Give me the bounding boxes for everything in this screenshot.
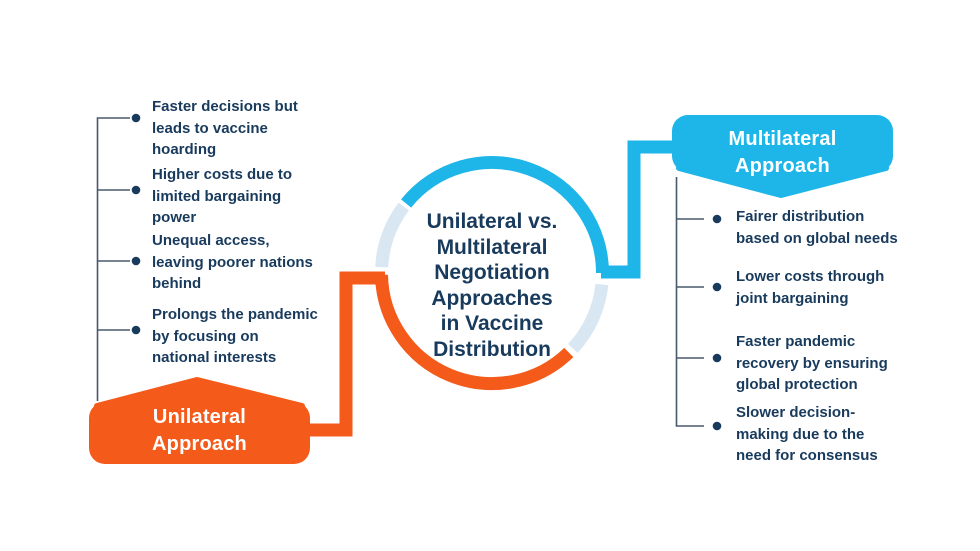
- multilateral-connector: [601, 140, 674, 279]
- multilateral-item-4: Slower decision- making due to the need …: [736, 404, 878, 464]
- unilateral-item-1: Faster decisions but leads to vaccine ho…: [152, 98, 298, 158]
- multilateral-banner: [672, 115, 893, 172]
- multilateral-bullet-1: [712, 214, 722, 224]
- unilateral-banner-label: Unilateral Approach: [152, 406, 247, 455]
- ring-segment-orange: [375, 274, 574, 391]
- multilateral-bullet-2: [712, 282, 722, 292]
- unilateral-bullet-3: [131, 256, 141, 266]
- unilateral-item-2: Higher costs due to limited bargaining p…: [152, 166, 293, 226]
- multilateral-item-1: Fairer distribution based on global need…: [736, 208, 898, 247]
- ring-segment-pale-right: [567, 283, 609, 353]
- multilateral-banner-label: Multilateral Approach: [728, 128, 837, 177]
- center-title: Unilateral vs. Multilateral Negotiation …: [426, 210, 558, 361]
- multilateral-item-3: Faster pandemic recovery by ensuring glo…: [736, 333, 888, 393]
- unilateral-item-4: Prolongs the pandemic by focusing on nat…: [152, 306, 318, 366]
- ring-segment-pale-left: [375, 202, 410, 268]
- unilateral-banner: [89, 402, 310, 464]
- ring-segment-blue: [401, 156, 609, 274]
- unilateral-bullet-4: [131, 325, 141, 335]
- unilateral-bullet-1: [131, 113, 141, 123]
- unilateral-connector: [308, 271, 385, 437]
- multilateral-bullet-3: [712, 353, 722, 363]
- unilateral-spine: [96, 117, 130, 401]
- multilateral-spine: [675, 177, 704, 427]
- unilateral-bullet-2: [131, 185, 141, 195]
- multilateral-item-2: Lower costs through joint bargaining: [736, 268, 885, 307]
- unilateral-item-3: Unequal access, leaving poorer nations b…: [152, 232, 313, 292]
- multilateral-bullet-4: [712, 421, 722, 431]
